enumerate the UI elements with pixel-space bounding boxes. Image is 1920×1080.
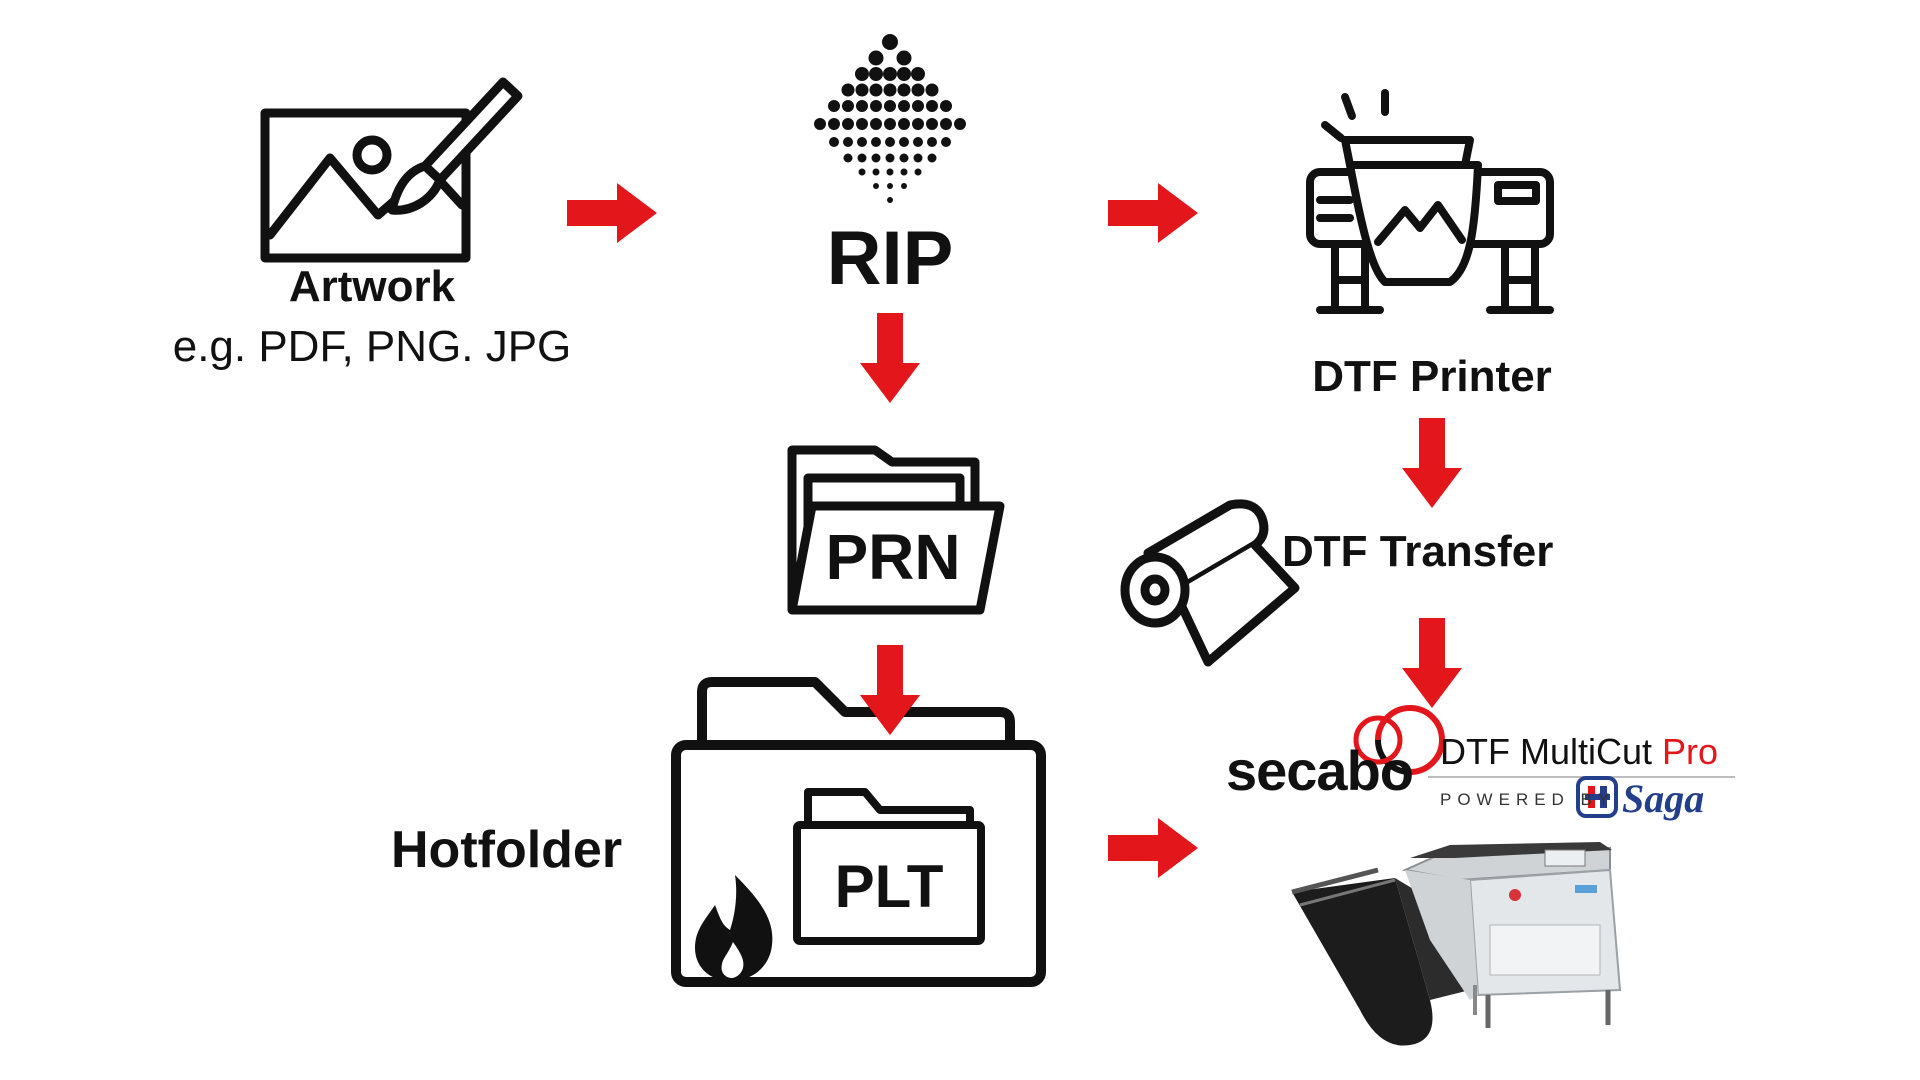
rip-label: RIP (826, 216, 954, 301)
secabo-brand-text: secabo (1226, 739, 1414, 802)
flame-icon (695, 875, 773, 980)
product-name-text: DTF MultiCut Pro (1440, 731, 1718, 773)
printer-icon (1306, 89, 1554, 314)
dtf-printer-label: DTF Printer (1312, 352, 1552, 401)
arrow-rip-to-printer (1108, 183, 1198, 243)
product-name: DTF MultiCut (1440, 731, 1653, 772)
rip-dots-icon (814, 34, 966, 203)
powered-by-text: POWERED BY (1440, 790, 1616, 809)
saga-logo-mark (1576, 776, 1618, 818)
hotfolder-label: Hotfolder (391, 821, 623, 879)
plt-folder-icon (793, 788, 985, 945)
arrow-hotfolder-to-cutter (1108, 818, 1198, 878)
prn-label: PRN (825, 521, 961, 593)
secabo-ring-logo (1353, 705, 1445, 775)
arrow-prn-to-hotfolder-overlay (860, 645, 920, 735)
prn-folder-icon (787, 445, 1005, 615)
arrow-printer-to-transfer (1402, 418, 1462, 508)
artwork-label: Artwork (288, 262, 456, 311)
saga-brand-text: Saga (1622, 776, 1705, 821)
arrow-transfer-to-cutter (1402, 618, 1462, 708)
arrow-artwork-to-rip (567, 183, 657, 243)
dtf-transfer-label: DTF Transfer (1282, 527, 1554, 576)
arrow-rip-to-prn (860, 313, 920, 403)
artwork-formats-label: e.g. PDF, PNG. JPG (172, 322, 572, 371)
plt-label: PLT (834, 853, 944, 920)
cutter-machine-image (1291, 842, 1622, 1046)
hotfolder-icon (671, 677, 1046, 987)
film-roll-icon (1120, 499, 1300, 667)
paintbrush-icon (387, 77, 523, 215)
product-suffix: Pro (1662, 731, 1719, 772)
